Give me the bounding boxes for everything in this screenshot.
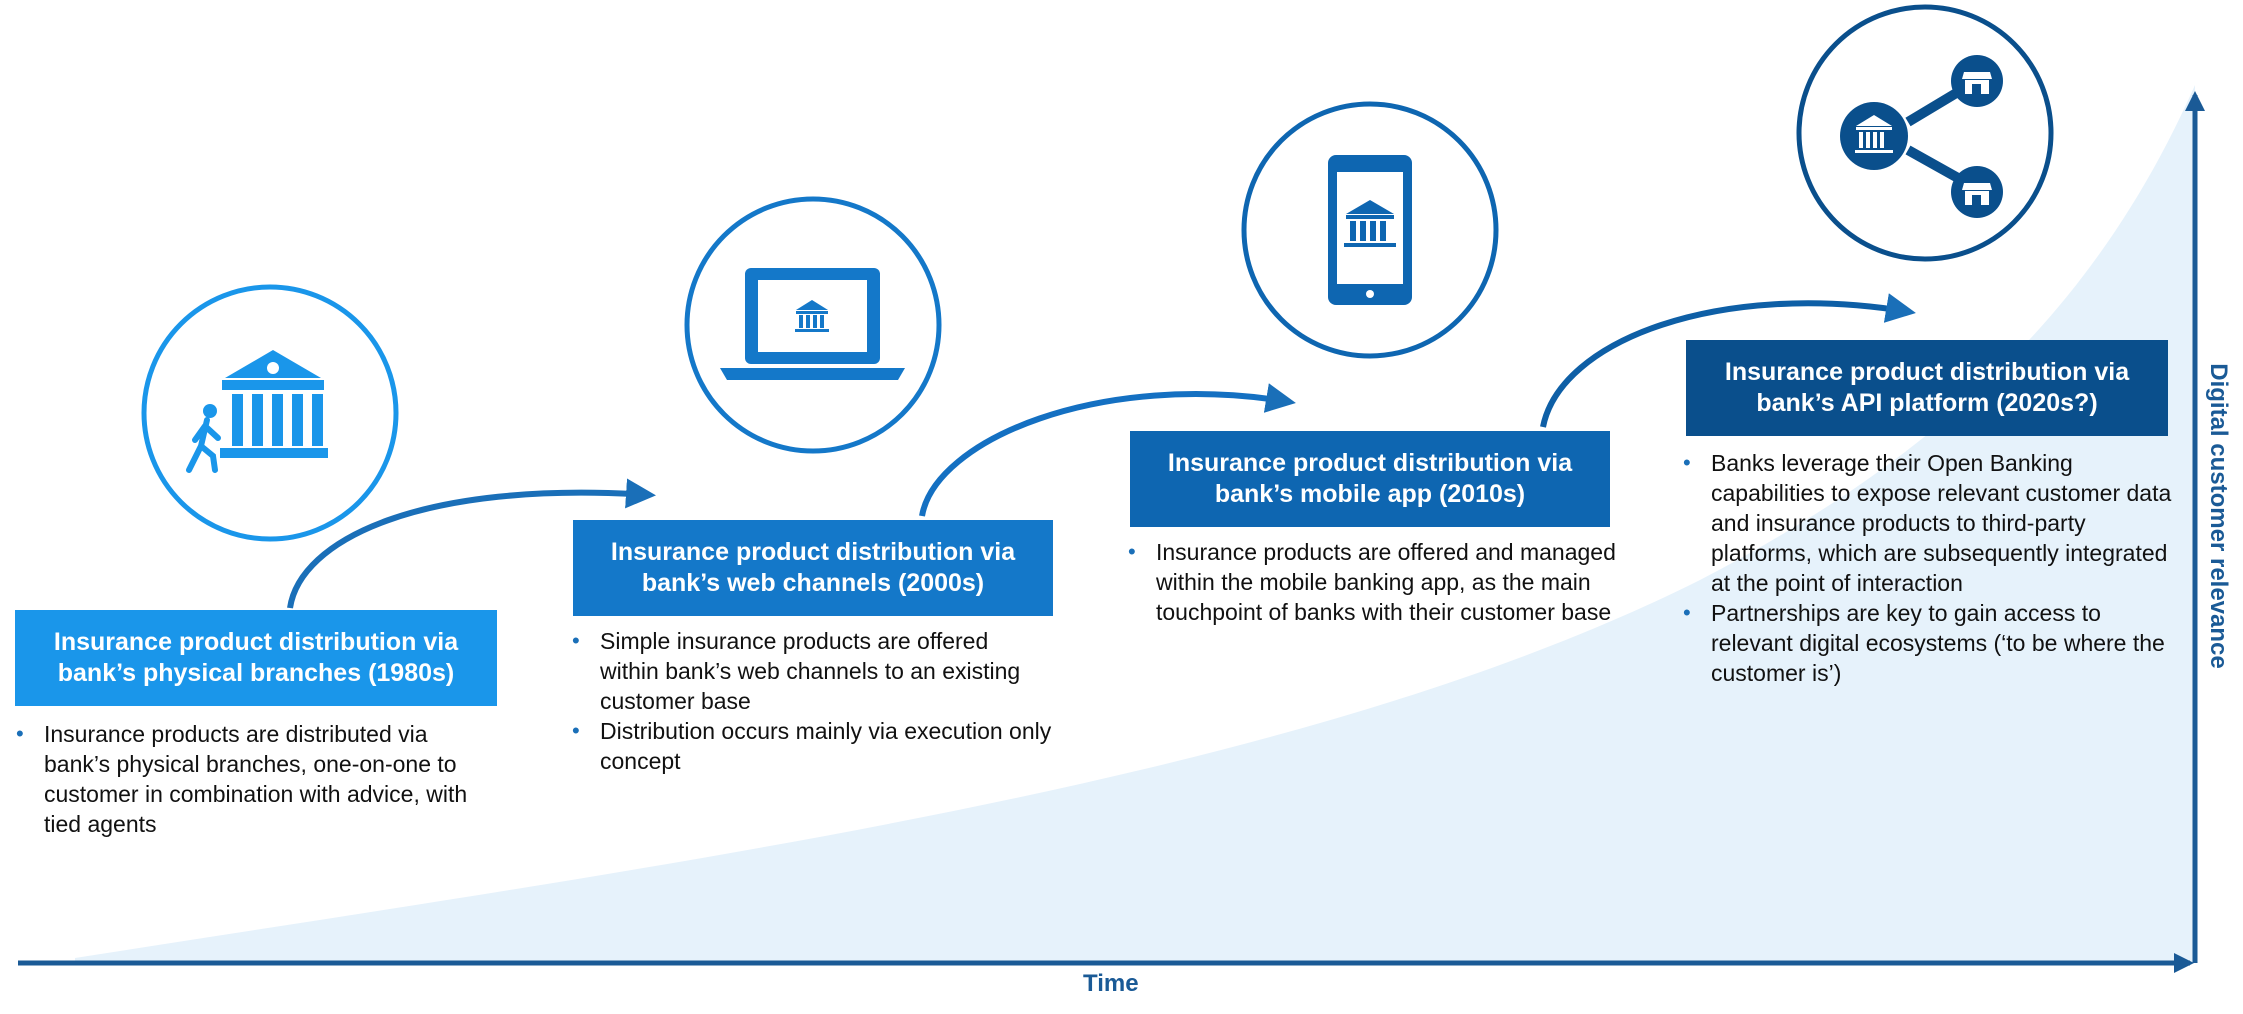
connector-arrow-1: [287, 478, 656, 609]
stage-4-title: Insurance product distribution via bank’…: [1724, 358, 2130, 417]
stage-2-bullet-1: Simple insurance products are offered wi…: [572, 626, 1052, 716]
stage-1-title-box: Insurance product distribution via bank’…: [15, 610, 497, 706]
bank-branch-with-walking-person-icon: [141, 284, 399, 542]
stage-3-bullets: Insurance products are offered and manag…: [1128, 537, 1623, 627]
smartphone-bank-icon: [1241, 101, 1499, 359]
laptop-bank-icon: [684, 196, 942, 454]
x-axis-label: Time: [1083, 970, 1139, 997]
stage-2-bullet-2: Distribution occurs mainly via execution…: [572, 716, 1052, 776]
stage-3-title-box: Insurance product distribution via bank’…: [1130, 431, 1610, 527]
stage-2-title: Insurance product distribution via bank’…: [610, 538, 1016, 597]
stage-2-bullets: Simple insurance products are offered wi…: [572, 626, 1052, 776]
stage-1-bullet-1: Insurance products are distributed via b…: [16, 719, 496, 839]
bank-api-network-icon: [1796, 4, 2054, 262]
connector-arrow-3: [1540, 293, 1916, 428]
connector-arrow-2: [919, 383, 1296, 517]
stage-4-bullet-1: Banks leverage their Open Banking capabi…: [1683, 448, 2183, 598]
stage-1-bullets: Insurance products are distributed via b…: [16, 719, 496, 839]
growth-area: [75, 85, 2195, 962]
stage-4-bullets: Banks leverage their Open Banking capabi…: [1683, 448, 2183, 688]
stage-4-bullet-2: Partnerships are key to gain access to r…: [1683, 598, 2183, 688]
stage-2-title-box: Insurance product distribution via bank’…: [573, 520, 1053, 616]
stage-1-title: Insurance product distribution via bank’…: [53, 628, 459, 687]
y-axis-label: Digital customer relevance: [2205, 363, 2232, 669]
stage-3-bullet-1: Insurance products are offered and manag…: [1128, 537, 1623, 627]
stage-3-title: Insurance product distribution via bank’…: [1167, 449, 1573, 508]
stage-4-title-box: Insurance product distribution via bank’…: [1686, 340, 2168, 436]
